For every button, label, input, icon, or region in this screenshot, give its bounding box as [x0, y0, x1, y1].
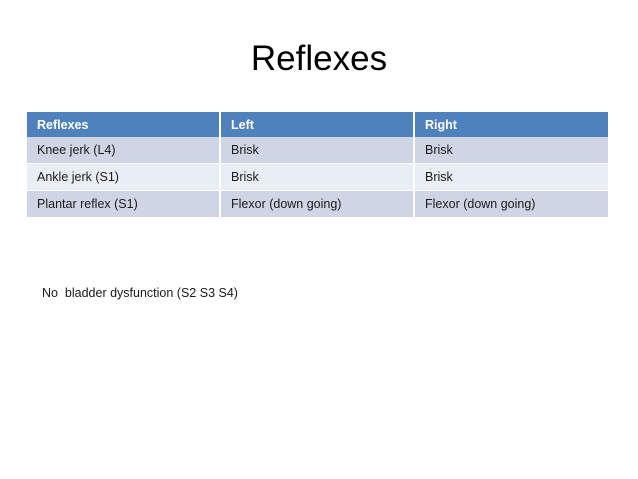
cell-left-value: Flexor (down going) [220, 190, 415, 217]
reflexes-table: Reflexes Left Right Knee jerk (L4) Brisk… [27, 112, 608, 217]
column-header-reflexes: Reflexes [27, 112, 221, 137]
cell-reflex-name: Plantar reflex (S1) [27, 190, 221, 217]
column-header-right: Right [425, 117, 457, 132]
table-row: Knee jerk (L4) Brisk Brisk [27, 137, 608, 164]
table-header: Reflexes Left Right [27, 112, 608, 137]
table-header-row: Reflexes Left Right [27, 112, 608, 137]
table-row: Ankle jerk (S1) Brisk Brisk [27, 163, 608, 191]
table-row: Plantar reflex (S1) Flexor (down going) … [27, 190, 608, 217]
page-title: Reflexes [250, 39, 388, 78]
cell-reflex-name: Ankle jerk (S1) [27, 163, 221, 191]
cell-reflex-name: Knee jerk (L4) [27, 137, 221, 164]
cell-left-value: Brisk [220, 163, 415, 191]
cell-right-value: Brisk [414, 137, 608, 164]
cell-right-value: Brisk [414, 163, 608, 191]
table-body: Knee jerk (L4) Brisk Brisk Ankle jerk (S… [27, 137, 608, 217]
cell-left-value: Brisk [220, 137, 415, 164]
cell-right-value: Flexor (down going) [425, 197, 536, 211]
column-header-left: Left [220, 112, 415, 137]
bladder-function-note: No bladder dysfunction (S2 S3 S4) [42, 286, 238, 300]
